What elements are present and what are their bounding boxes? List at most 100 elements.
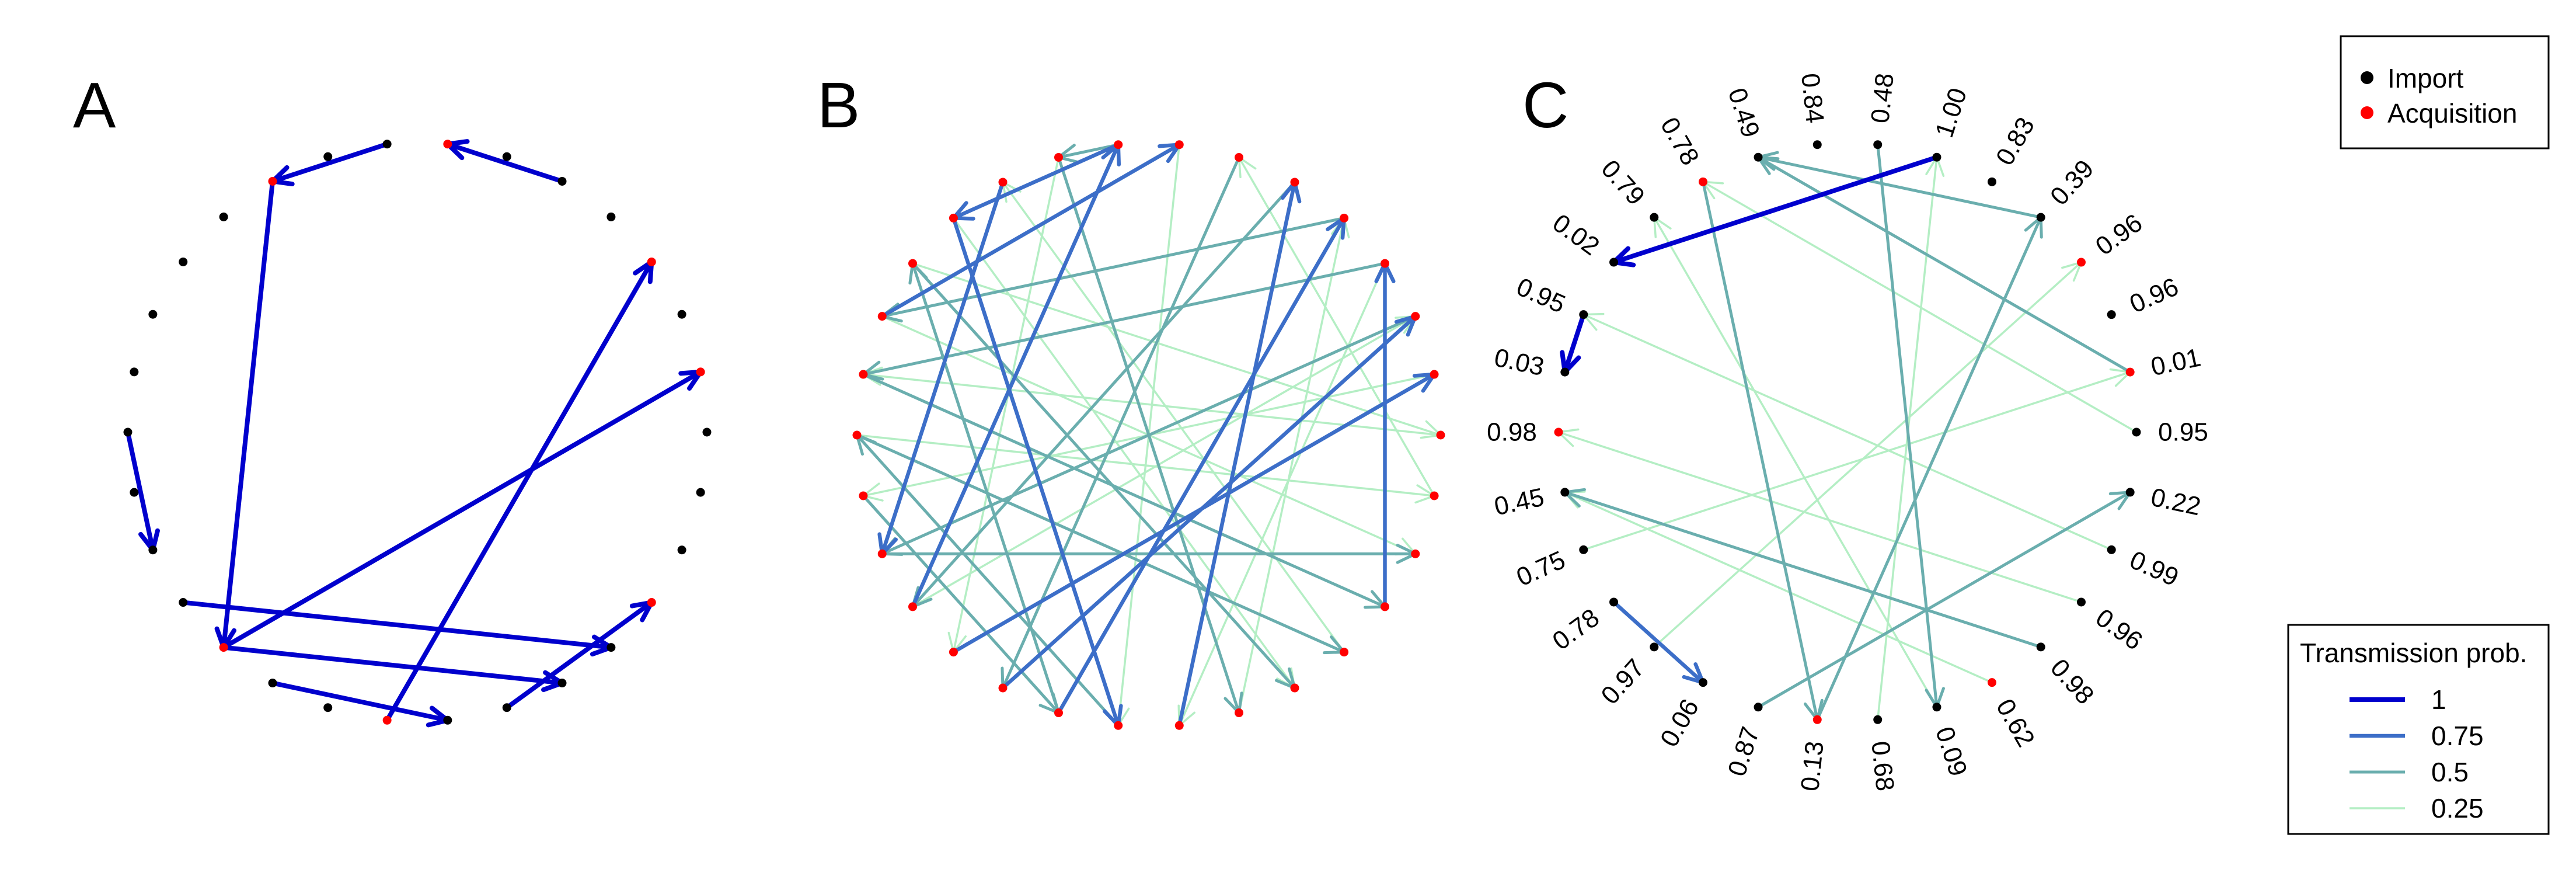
import-node [606, 212, 616, 221]
transmission-edge [1177, 262, 1386, 727]
acquisition-node [1430, 491, 1439, 500]
node-prob-label: 0.96 [2090, 603, 2148, 656]
import-node [130, 367, 139, 377]
panel-letter-a: A [73, 69, 116, 141]
node-prob-label: 0.13 [1796, 740, 1829, 792]
import-node [1699, 678, 1707, 687]
import-node [677, 310, 686, 319]
transmission-prob-legend: Transmission prob. 10.750.50.25 [2287, 624, 2550, 835]
import-node [1609, 258, 1619, 267]
import-node [130, 488, 139, 497]
import-node [1579, 310, 1588, 319]
acquisition-node [1411, 312, 1420, 321]
acquisition-node [1114, 140, 1123, 150]
node-prob-label: 0.95 [2158, 418, 2208, 447]
import-node [557, 679, 567, 688]
acquisition-node [1554, 427, 1563, 437]
import-node [148, 545, 158, 555]
import-marker-icon [2361, 71, 2373, 84]
transmission-edge [180, 600, 614, 657]
edges-panel-c [1557, 143, 2138, 721]
acquisition-node [1174, 721, 1184, 730]
acquisition-node [2125, 367, 2135, 377]
node-prob-label: 0.95 [1512, 272, 1570, 319]
import-node [1932, 152, 1941, 162]
acquisition-node [1430, 370, 1439, 379]
edge-legend-title: Transmission prob. [2300, 638, 2527, 668]
node-prob-label: 0.98 [2045, 653, 2100, 710]
import-node [1650, 642, 1659, 652]
edge-legend-frame [2287, 624, 2550, 835]
acquisition-node [859, 491, 868, 500]
panel-letter-c: C [1522, 69, 1568, 141]
acquisition-node [647, 598, 656, 607]
transmission-edge [862, 373, 1387, 609]
acquisition-node [949, 213, 958, 223]
node-prob-label: 0.62 [1991, 694, 2040, 752]
acquisition-node [1054, 708, 1063, 718]
node-prob-label: 0.09 [1930, 724, 1972, 780]
legend-prob-label: 0.5 [2431, 757, 2469, 787]
transmission-edge [1756, 151, 2042, 219]
acquisition-node [908, 602, 917, 611]
transmission-edge [504, 600, 654, 710]
transmission-edge [270, 141, 390, 187]
acquisition-node [859, 370, 868, 379]
import-node [606, 643, 616, 652]
import-node [1812, 140, 1822, 150]
import-node [1609, 597, 1619, 607]
acquisition-node [219, 643, 228, 652]
network-panel-a: A [73, 69, 712, 728]
transmission-edge [1177, 180, 1302, 728]
import-node [502, 152, 511, 161]
acquisition-node [998, 683, 1008, 693]
acquisition-node [1381, 259, 1390, 268]
legend-import-label: Import [2387, 63, 2464, 93]
node-prob-label: 0.02 [1547, 208, 1605, 261]
acquisition-node [1699, 177, 1707, 186]
import-node [2076, 597, 2086, 607]
transmission-edge [221, 369, 703, 650]
transmission-edge [1582, 368, 2131, 551]
node-prob-label: 0.68 [1866, 740, 1899, 792]
node-prob-label: 0.98 [1487, 418, 1537, 447]
nodes-panel-c [1554, 140, 2141, 724]
import-node [123, 427, 133, 437]
import-node [1873, 715, 1883, 724]
acquisition-node [1114, 721, 1123, 730]
acquisition-node [1381, 602, 1390, 611]
node-prob-label: 0.39 [2045, 154, 2100, 210]
acquisition-node [1340, 213, 1349, 223]
nodes-panel-b [852, 140, 1445, 730]
node-prob-label: 0.97 [1595, 653, 1650, 710]
import-node [1560, 367, 1570, 377]
node-prob-label: 0.06 [1655, 694, 1704, 752]
acquisition-node [1411, 549, 1420, 558]
import-node [148, 310, 158, 319]
node-prob-label: 0.96 [2090, 208, 2148, 261]
transmission-edge [1560, 312, 1586, 375]
acquisition-node [877, 549, 887, 558]
legend-acquisition-label: Acquisition [2387, 98, 2517, 128]
acquisition-node [1235, 708, 1244, 718]
import-node [1988, 177, 1996, 186]
import-node [2036, 213, 2045, 222]
import-node [696, 488, 705, 497]
node-prob-label: 0.83 [1991, 113, 2040, 171]
acquisition-node [443, 140, 452, 149]
import-node [2132, 427, 2141, 437]
acquisition-node [1174, 140, 1184, 150]
import-node [1754, 703, 1763, 712]
acquisition-node [1436, 430, 1445, 440]
transmission-edge [951, 142, 1120, 221]
network-panel-b: B [817, 69, 1445, 730]
node-prob-label: 0.96 [2125, 272, 2183, 319]
import-node [179, 257, 188, 266]
import-node [2125, 488, 2135, 497]
node-prob-label: 0.45 [1492, 483, 1547, 522]
node-prob-label: 0.79 [1595, 154, 1650, 210]
acquisition-node [1988, 678, 1996, 687]
acquisition-node [949, 648, 958, 657]
node-prob-label: 0.78 [1655, 113, 1704, 171]
